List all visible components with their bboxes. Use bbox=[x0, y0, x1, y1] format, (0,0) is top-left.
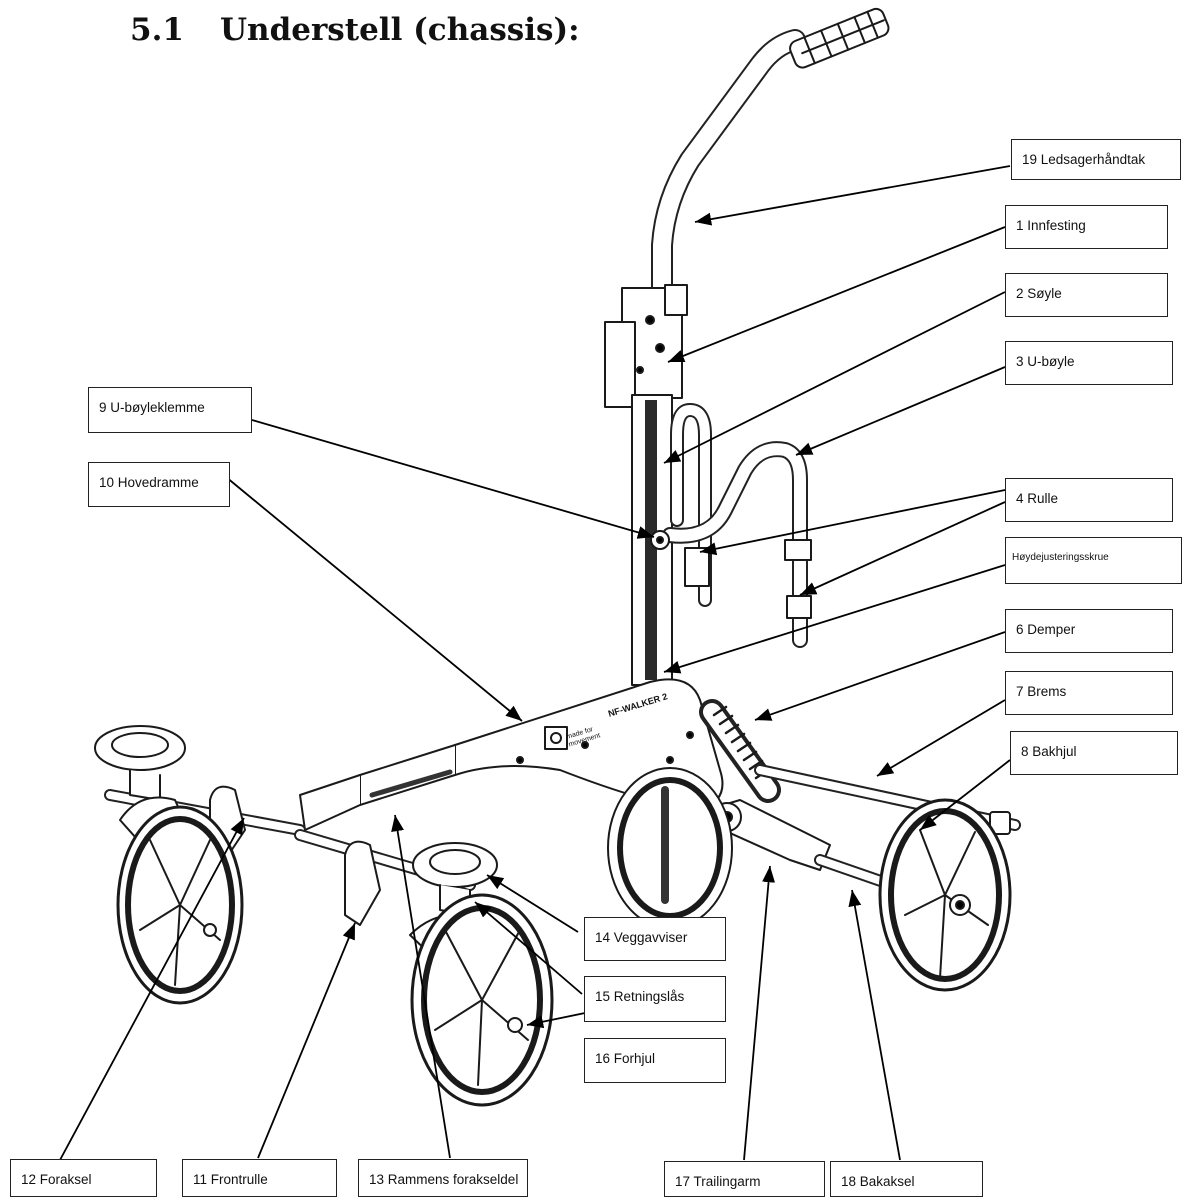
callout-1-mount: 1 Innfesting bbox=[1005, 205, 1168, 249]
callout-19-companion-handle: 19 Ledsagerhåndtak bbox=[1011, 139, 1181, 180]
leader-17 bbox=[743, 865, 776, 1161]
callout-9-u-bar-clamp: 9 U-bøyleklemme bbox=[88, 387, 252, 433]
leader-1 bbox=[667, 226, 1006, 363]
callout-4-roller: 4 Rulle bbox=[1005, 478, 1173, 522]
callout-8-rear-wheel: 8 Bakhjul bbox=[1010, 731, 1178, 775]
leader-18 bbox=[848, 889, 901, 1161]
callout-5-height-adjust-screw: Høydejusteringsskrue bbox=[1005, 537, 1182, 584]
companion-handle bbox=[651, 7, 890, 301]
leader-19 bbox=[694, 165, 1011, 226]
section-number: 5.1 bbox=[130, 12, 184, 48]
callout-14-wall-deflector: 14 Veggavviser bbox=[584, 917, 726, 961]
u-bars bbox=[650, 403, 812, 648]
callout-18-rear-axle: 18 Bakaksel bbox=[830, 1161, 983, 1197]
leader-12 bbox=[59, 817, 245, 1161]
section-heading: 5.1 Understell (chassis): bbox=[130, 12, 580, 48]
leader-16 bbox=[526, 1012, 586, 1029]
rear-wheel-right bbox=[878, 798, 1012, 992]
leader-11 bbox=[257, 922, 356, 1159]
callout-10-main-frame: 10 Hovedramme bbox=[88, 462, 230, 507]
callout-12-front-axle: 12 Foraksel bbox=[10, 1159, 157, 1197]
leader-9 bbox=[251, 419, 655, 539]
callout-11-front-roller: 11 Frontrulle bbox=[182, 1159, 337, 1197]
leader-2 bbox=[663, 291, 1006, 464]
callout-2-column: 2 Søyle bbox=[1005, 273, 1168, 317]
leader-4b bbox=[799, 501, 1006, 596]
callout-16-front-wheel: 16 Forhjul bbox=[584, 1038, 726, 1083]
front-wheel-right bbox=[409, 842, 554, 1107]
section-title: Understell (chassis): bbox=[220, 12, 580, 48]
leader-5 bbox=[663, 564, 1006, 674]
front-wheel-left bbox=[94, 725, 244, 1005]
leader-6 bbox=[754, 631, 1006, 721]
damper-spring bbox=[699, 699, 781, 803]
callout-17-trailing-arm: 17 Trailingarm bbox=[664, 1161, 825, 1197]
leader-lines bbox=[59, 165, 1011, 1161]
leader-15 bbox=[474, 901, 583, 995]
leader-3 bbox=[795, 366, 1006, 456]
leader-10 bbox=[225, 476, 523, 722]
leader-8 bbox=[919, 759, 1011, 831]
callout-3-u-bar: 3 U-bøyle bbox=[1005, 341, 1173, 385]
walker-chassis-drawing bbox=[94, 7, 1021, 1107]
leader-13 bbox=[391, 814, 451, 1159]
mount-block bbox=[604, 284, 688, 408]
callout-7-brake: 7 Brems bbox=[1005, 671, 1173, 715]
leader-14 bbox=[486, 874, 579, 933]
callout-15-direction-lock: 15 Retningslås bbox=[584, 976, 726, 1022]
rear-wheel-inner bbox=[607, 767, 733, 929]
callout-6-damper: 6 Demper bbox=[1005, 609, 1173, 653]
leader-7 bbox=[876, 699, 1006, 777]
leader-4a bbox=[699, 489, 1006, 556]
callout-13-frame-front-axle-part: 13 Rammens forakseldel bbox=[358, 1159, 528, 1197]
